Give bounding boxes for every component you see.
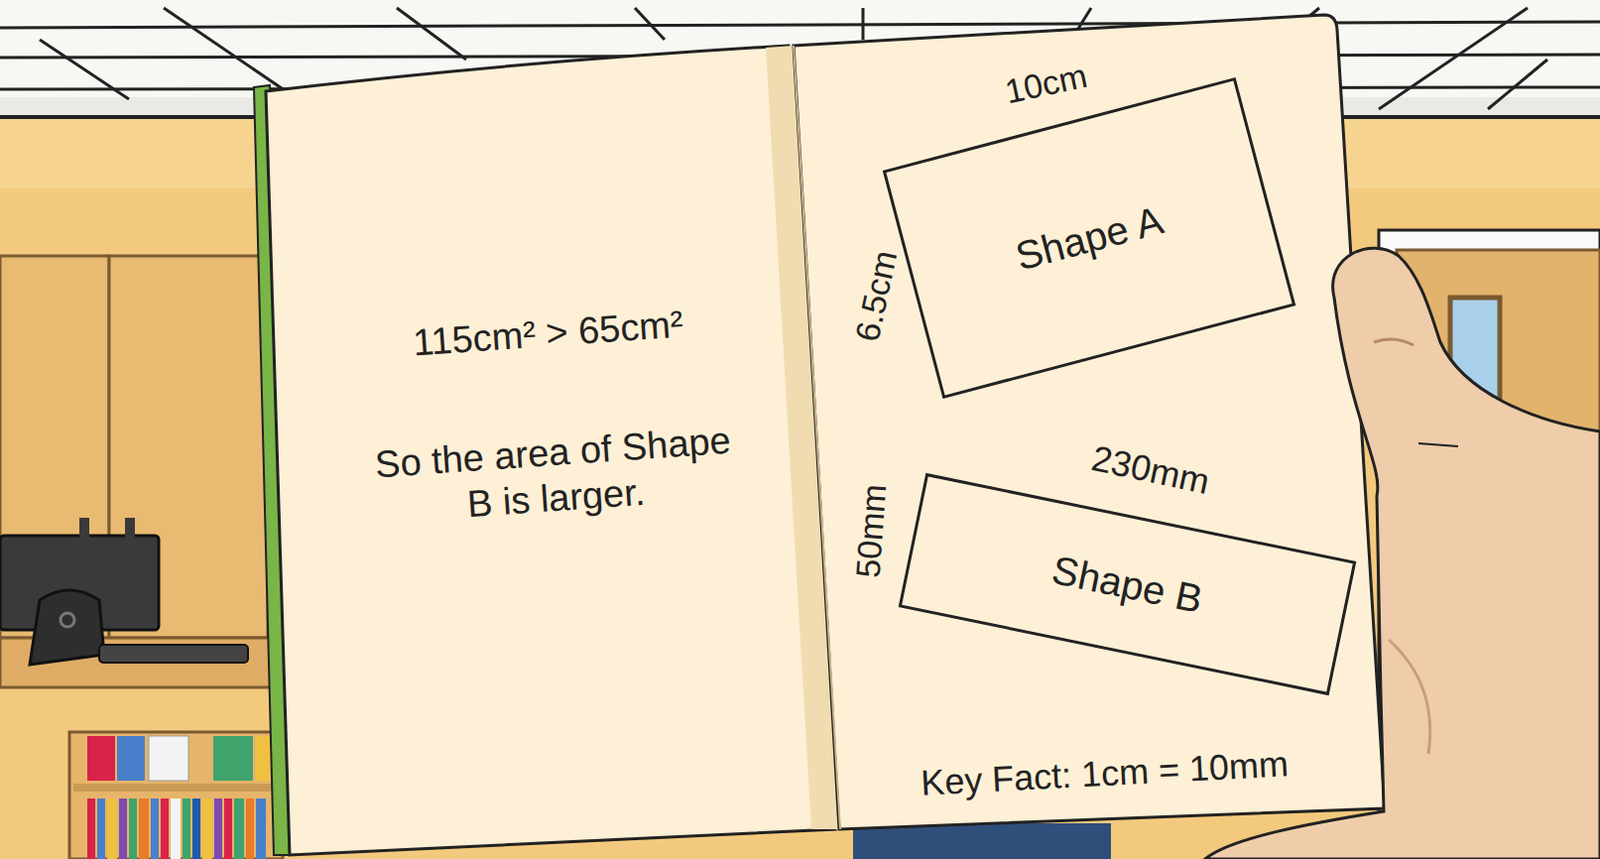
shape-label: Shape B (1047, 547, 1206, 622)
handwritten-label: 50mm (847, 482, 894, 579)
shape-label: Shape A (1010, 197, 1168, 279)
